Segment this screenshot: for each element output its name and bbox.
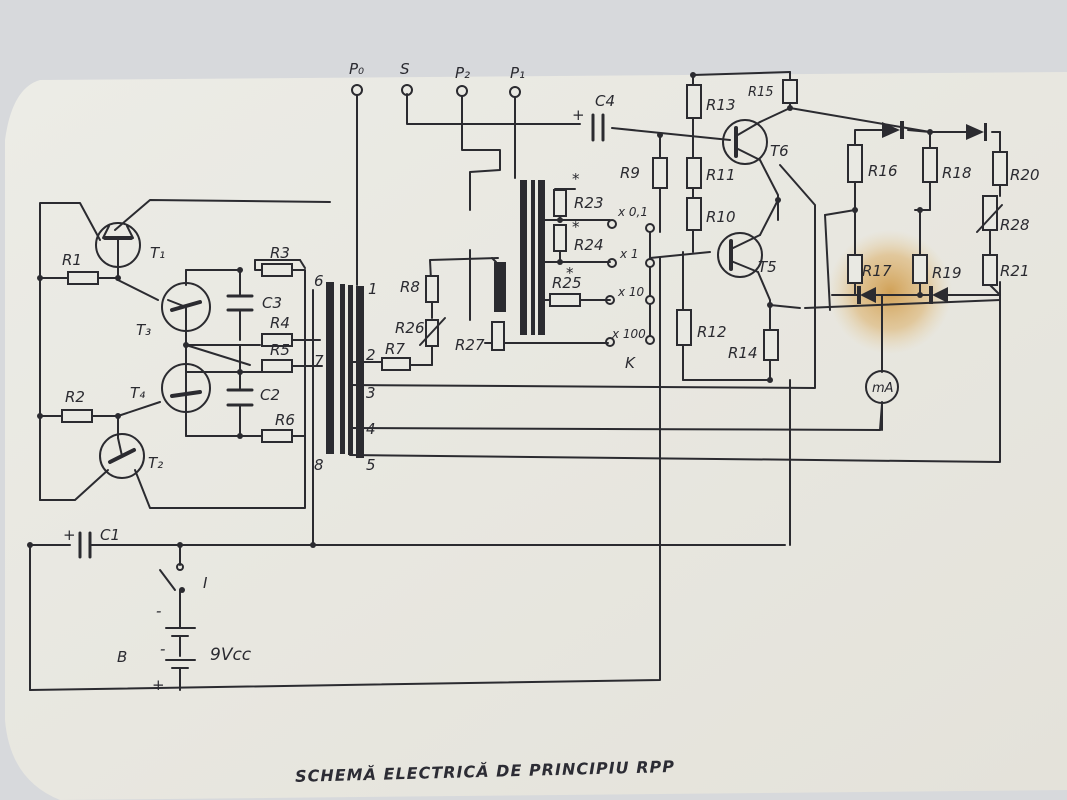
r26-label: R26 <box>395 319 425 337</box>
t6-label: T6 <box>770 142 789 160</box>
r24-star: * <box>572 218 580 236</box>
potentiometer-arrows <box>419 204 1003 346</box>
range-label-1: x 1 <box>619 247 639 261</box>
r4-label: R4 <box>270 314 290 332</box>
c4-plus: + <box>572 106 585 124</box>
range-label-0-1: x 0,1 <box>617 205 648 219</box>
r27-label: R27 <box>455 336 485 354</box>
r20-label: R20 <box>1010 166 1040 184</box>
c2-label: C2 <box>260 386 280 404</box>
winding-3: 3 <box>366 384 376 402</box>
r7-label: R7 <box>385 340 405 358</box>
battery-plus: + <box>152 676 165 694</box>
battery-minus-1: - <box>156 602 161 620</box>
r8-label: R8 <box>400 278 420 296</box>
range-switch-contacts[interactable] <box>605 219 655 347</box>
t3-label: T₃ <box>136 321 151 339</box>
c1-label: C1 <box>100 526 120 544</box>
terminal-posts[interactable] <box>176 84 521 571</box>
terminal-p2-label: P₂ <box>455 64 470 82</box>
t4-label: T₄ <box>130 384 145 402</box>
diode-symbols <box>857 121 987 304</box>
main-transformer <box>326 282 364 458</box>
paper-sheet <box>5 72 1067 800</box>
r25-label: R25 <box>552 274 582 292</box>
terminal-s-label: S <box>400 60 410 78</box>
r11-label: R11 <box>706 166 736 184</box>
r17-label: R17 <box>862 262 892 280</box>
r12-label: R12 <box>697 323 727 341</box>
r3-label: R3 <box>270 244 290 262</box>
r6-label: R6 <box>275 411 295 429</box>
winding-8: 8 <box>314 456 324 474</box>
labels: P₀ S P₂ P₁ T₁ T₂ T₃ T₄ T5 T6 R1 R2 R3 R4… <box>62 60 1040 694</box>
r1-label: R1 <box>62 251 82 269</box>
rust-stain <box>828 230 952 354</box>
switch-k-label: K <box>625 354 636 372</box>
r25-star: * <box>566 264 574 282</box>
r24-label: R24 <box>574 236 604 254</box>
meter-label: mA <box>872 381 894 396</box>
range-transformer <box>494 180 545 335</box>
r23-star: * <box>572 170 580 188</box>
c3-label: C3 <box>262 294 282 312</box>
r18-label: R18 <box>942 164 972 182</box>
r15-label: R15 <box>748 85 774 100</box>
junction-dots <box>27 72 933 593</box>
r19-label: R19 <box>932 264 962 282</box>
transistor-t2 <box>99 433 145 479</box>
c1-plus: + <box>63 526 76 544</box>
r23-label: R23 <box>574 194 604 212</box>
range-label-10: x 10 <box>617 285 645 299</box>
r13-label: R13 <box>706 96 736 114</box>
r21-label: R21 <box>1000 262 1030 280</box>
battery-label: B <box>117 648 127 666</box>
transistor-t1 <box>95 222 141 268</box>
winding-4: 4 <box>366 420 376 438</box>
r9-label: R9 <box>620 164 640 182</box>
t5-label: T5 <box>758 258 777 276</box>
battery-voltage: 9Vcc <box>210 645 252 665</box>
t1-label: T₁ <box>150 244 165 262</box>
battery-minus-2: - <box>160 640 165 658</box>
r14-label: R14 <box>728 344 758 362</box>
winding-2: 2 <box>366 346 376 364</box>
r10-label: R10 <box>706 208 736 226</box>
c4-label: C4 <box>595 92 615 110</box>
r5-label: R5 <box>270 341 290 359</box>
winding-5: 5 <box>366 456 376 474</box>
r28-label: R28 <box>1000 216 1030 234</box>
winding-6: 6 <box>314 272 324 290</box>
power-switch-label: I <box>203 574 208 592</box>
transistor-t6 <box>722 119 768 165</box>
capacitor-symbols <box>78 113 605 559</box>
range-label-100: x 100 <box>611 327 646 341</box>
r16-label: R16 <box>868 162 898 180</box>
terminal-p1-label: P₁ <box>510 64 525 82</box>
winding-1: 1 <box>368 280 378 298</box>
transistor-symbols <box>95 119 768 479</box>
milliammeter <box>865 370 899 404</box>
r2-label: R2 <box>65 388 85 406</box>
winding-7: 7 <box>314 352 324 370</box>
t2-label: T₂ <box>148 454 163 472</box>
terminal-p0-label: P₀ <box>349 60 364 78</box>
transistor-t5 <box>717 232 763 278</box>
